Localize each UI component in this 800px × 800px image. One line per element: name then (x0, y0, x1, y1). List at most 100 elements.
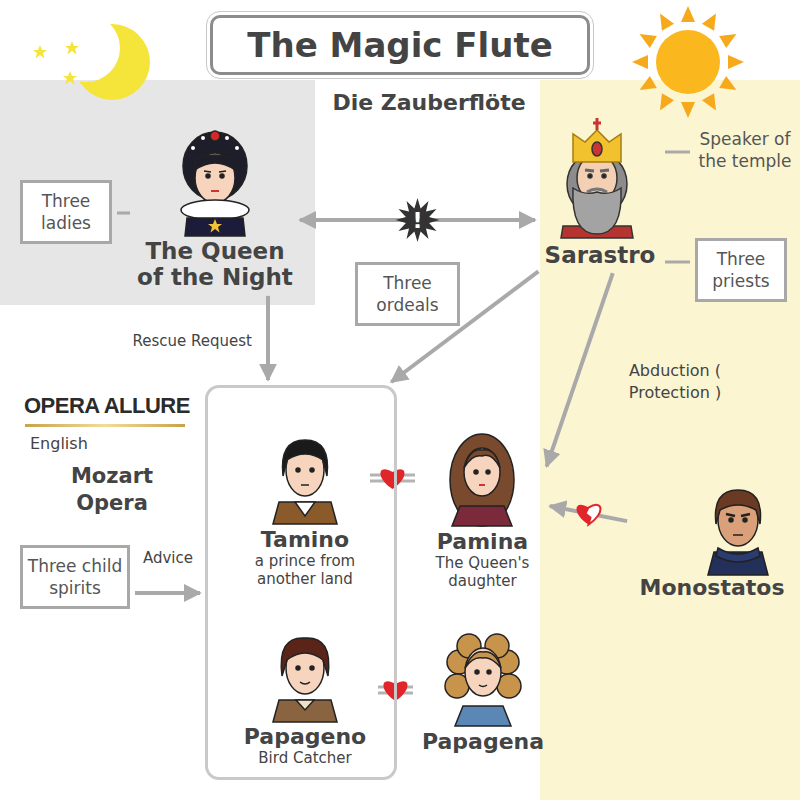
sarastro-portrait (561, 118, 633, 238)
language-note: English (30, 434, 120, 453)
node-name: The Queen of the Night (135, 238, 295, 291)
day-panel (540, 80, 800, 800)
queen-portrait (185, 218, 245, 236)
conflict-burst (396, 198, 440, 242)
genre-note: Mozart Opera (52, 463, 172, 518)
papagena-portrait (445, 634, 521, 726)
monostatos-portrait (708, 490, 768, 575)
node-name: Papageno (237, 725, 373, 749)
node-name: Three ordeals (362, 272, 453, 316)
sun (654, 10, 674, 31)
papageno-portrait (273, 638, 337, 722)
sun (632, 6, 744, 118)
node-name: Three child spirits (27, 555, 123, 599)
sun (632, 55, 648, 69)
sarastro-portrait (592, 142, 602, 156)
edge-label: ! (412, 208, 422, 233)
love-heart (380, 469, 404, 489)
sun (636, 76, 657, 96)
sun (719, 76, 740, 96)
queen-portrait (181, 131, 249, 236)
edge-label: Advice (143, 549, 193, 567)
moon (33, 45, 47, 59)
queen-portrait (195, 155, 235, 170)
queen-portrait (201, 136, 205, 140)
role-box: Three ladies (20, 180, 112, 244)
papagena-portrait (465, 652, 501, 668)
node-name: Three ladies (27, 190, 105, 234)
character: Taminoa prince from another land (245, 420, 365, 588)
papageno-portrait (310, 666, 314, 670)
edge-label: Rescue Request (133, 332, 252, 350)
node-name: Monostatos (632, 576, 792, 600)
broken-heart (586, 505, 601, 525)
node-note: Bird Catcher (237, 749, 373, 767)
character: PaminaThe Queen's daughter (420, 420, 545, 590)
love-heart (380, 469, 404, 489)
tie-line (665, 151, 690, 154)
character: Papagena (418, 625, 548, 754)
queen-portrait (211, 190, 219, 192)
queen-portrait (210, 131, 220, 141)
subtitle: Die Zauberflöte (318, 90, 540, 115)
pamina-portrait (464, 450, 500, 468)
queen-portrait (235, 146, 239, 150)
monostatos-portrait (715, 490, 760, 524)
moon (74, 24, 150, 100)
broken-heart (576, 505, 600, 525)
papagena-portrait (455, 706, 511, 726)
title-text: The Magic Flute (210, 15, 590, 75)
node-name: Pamina (420, 530, 545, 554)
papagena-portrait (479, 685, 487, 687)
relation-arrow (135, 593, 200, 594)
sun (636, 28, 657, 48)
sun (702, 93, 722, 114)
hero-group: Taminoa prince from another landPapageno… (205, 385, 397, 780)
sun (728, 55, 744, 69)
monostatos-portrait (743, 518, 747, 522)
moon (65, 41, 79, 55)
relation-arrow (266, 296, 270, 380)
sarastro-portrait (573, 188, 621, 234)
sarastro-portrait (585, 170, 609, 171)
tamino-portrait (310, 468, 314, 472)
role-box: Three ordeals (355, 262, 460, 326)
tie-line (665, 261, 690, 264)
role-note: Speaker of the temple (695, 126, 795, 174)
queen-portrait (191, 146, 195, 150)
tamino-portrait (273, 440, 337, 524)
tie-line (665, 152, 690, 153)
queen-portrait (208, 219, 222, 233)
character: PapagenoBird Catcher (237, 625, 373, 767)
node-name: Papagena (418, 730, 548, 754)
node-name: Tamino (245, 528, 365, 552)
tamino-portrait (295, 502, 315, 516)
moon (33, 24, 150, 100)
relation-arrow (135, 591, 200, 595)
brand-logo: OPERA ALLURE (24, 393, 190, 419)
queen-portrait (220, 174, 224, 178)
character: The Queen of the Night (135, 110, 295, 291)
node-note: a prince from another land (245, 552, 365, 588)
monostatos-portrait (716, 548, 760, 562)
tie-line (665, 262, 690, 263)
node-name: Sarastro (540, 242, 660, 268)
papagena-portrait (465, 648, 501, 696)
monostatos-portrait (729, 518, 733, 522)
monostatos-portrait (726, 514, 750, 516)
night-panel (0, 80, 315, 305)
queen-portrait (181, 200, 249, 220)
node-name: Three priests (702, 248, 780, 292)
queen-portrait (225, 136, 229, 140)
papagena-portrait (487, 670, 491, 674)
sarastro-portrait (587, 189, 607, 192)
tamino-portrait (301, 484, 309, 486)
sun (681, 6, 695, 22)
sarastro-portrait (588, 174, 592, 178)
papageno-portrait (273, 700, 337, 722)
sarastro-portrait (593, 118, 601, 130)
papageno-portrait (296, 666, 300, 670)
pamina-portrait (479, 484, 485, 486)
